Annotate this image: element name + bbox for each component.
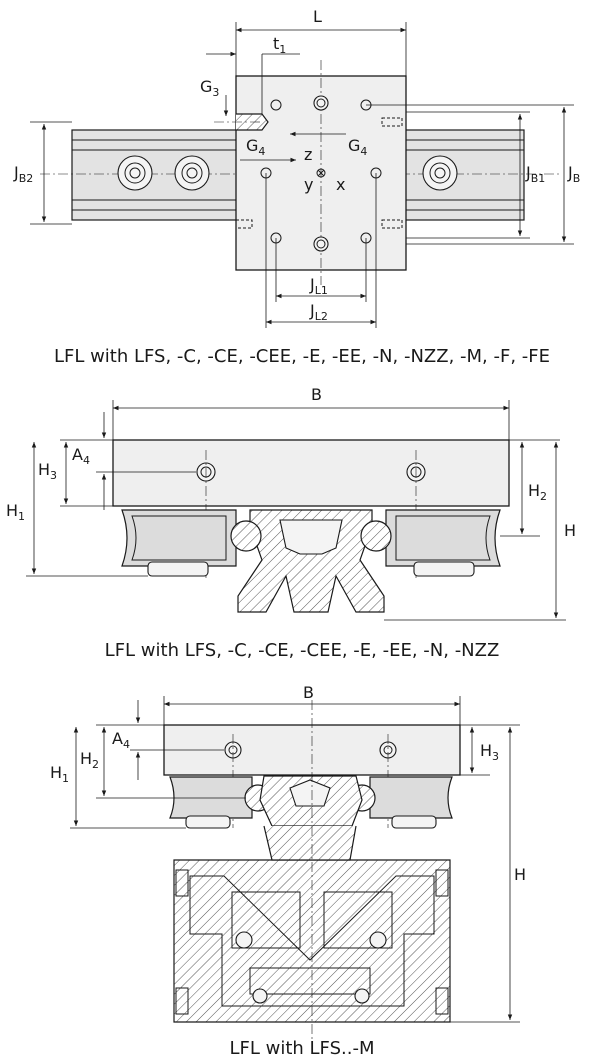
roller-right-m [369, 776, 453, 829]
dim-label-H2: H2 [528, 481, 547, 503]
caption-view-3: LFL with LFS..-M [229, 1038, 374, 1059]
roller-left [121, 509, 237, 577]
dim-label-L: L [313, 7, 322, 26]
rail-profile-standard [237, 509, 385, 613]
dim-label-H: H [564, 521, 576, 540]
front-view-standard: B A4 H3 H1 H2 H LFL with LFS, -C, -CE, -… [6, 385, 576, 661]
rail-hole-2 [174, 155, 210, 191]
dim-label-A4-m: A4 [112, 729, 130, 751]
roller-right [385, 509, 501, 577]
rail-hole-1 [117, 155, 153, 191]
dim-label-H2-m: H2 [80, 749, 99, 771]
dim-label-G4-right: G4 [348, 136, 367, 158]
dim-label-H3: H3 [38, 460, 57, 482]
dim-label-JB: JB [567, 163, 580, 185]
dim-label-JL1: JL1 [309, 275, 328, 297]
caption-view-1: LFL with LFS, -C, -CE, -CEE, -E, -EE, -N… [54, 346, 550, 367]
axis-label-z: z [304, 145, 312, 164]
dim-label-H-m: H [514, 865, 526, 884]
coordinate-origin [316, 168, 326, 178]
dim-label-H1-m: H1 [50, 763, 69, 785]
dim-label-t1: t1 [273, 34, 286, 56]
dim-label-JB1: JB1 [525, 163, 545, 185]
roller-left-m [169, 776, 253, 829]
dim-label-JL2: JL2 [309, 301, 328, 323]
top-view: L t1 G3 G4 G4 z y x JB2 JB1 JB [13, 7, 580, 367]
dim-label-A4: A4 [72, 445, 90, 467]
axis-label-x: x [336, 175, 345, 194]
dim-label-H3-m: H3 [480, 741, 499, 763]
front-view-m-profile: B A4 H2 H1 H3 H LFL with LFS..-M [50, 683, 526, 1059]
dim-label-H1: H1 [6, 501, 25, 523]
dim-label-G4-left: G4 [246, 136, 265, 158]
dim-label-B-m: B [303, 683, 314, 702]
lube-nipple [214, 113, 269, 131]
caption-view-2: LFL with LFS, -C, -CE, -CEE, -E, -EE, -N… [105, 640, 500, 661]
rail-hole-3 [422, 155, 458, 191]
carriage-plate-front [112, 439, 510, 507]
dim-label-B: B [311, 385, 322, 404]
dim-label-JB2: JB2 [13, 163, 33, 185]
dim-label-G3: G3 [200, 77, 219, 99]
axis-label-y: y [304, 175, 313, 194]
